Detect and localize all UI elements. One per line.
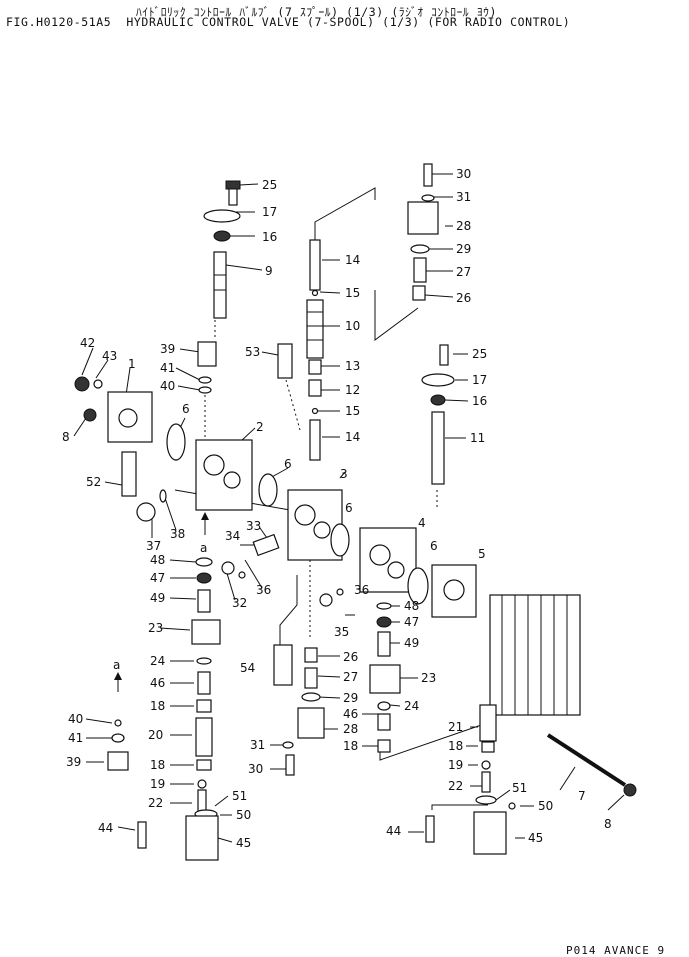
- callout: 27: [456, 265, 471, 279]
- callout: 47: [404, 615, 419, 629]
- callout: 17: [472, 373, 487, 387]
- callout: 31: [250, 738, 265, 752]
- callout: 19: [150, 777, 165, 791]
- callout: 4: [418, 516, 426, 530]
- callout: 13: [345, 359, 360, 373]
- callout: 39: [66, 755, 81, 769]
- view-marker-a: a: [200, 541, 207, 555]
- callout: 43: [102, 349, 117, 363]
- callout: 46: [343, 707, 358, 721]
- callout: 8: [62, 430, 70, 444]
- callout: 15: [345, 286, 360, 300]
- callout: 35: [334, 625, 349, 639]
- callout: 18: [448, 739, 463, 753]
- callout: 17: [262, 205, 277, 219]
- header-figure-title: FIG.H0120-51A5 HYDRAULIC CONTROL VALVE (…: [6, 15, 571, 29]
- callout: 6: [345, 501, 353, 515]
- callout: 22: [148, 796, 163, 810]
- callout: 2: [256, 420, 264, 434]
- callout: 34: [225, 529, 240, 543]
- callout-labels: 25 17 16 9 30 31 28 29 27 26 14 15 10 13…: [62, 167, 612, 850]
- leader-lines: [73, 173, 625, 843]
- callout: 50: [236, 808, 251, 822]
- callout: 49: [150, 591, 165, 605]
- callout: 1: [128, 357, 136, 371]
- callout: 50: [538, 799, 553, 813]
- callout: 49: [404, 636, 419, 650]
- callout: 41: [68, 731, 83, 745]
- callout: 9: [265, 264, 273, 278]
- callout: 53: [245, 345, 260, 359]
- callout: 51: [512, 781, 527, 795]
- callout: 36: [354, 583, 369, 597]
- callout: 5: [478, 547, 486, 561]
- callout: 28: [343, 722, 358, 736]
- callout: 6: [430, 539, 438, 553]
- callout: 6: [284, 457, 292, 471]
- callout: 7: [578, 789, 586, 803]
- callout: 42: [80, 336, 95, 350]
- callout: 26: [343, 650, 358, 664]
- callout: 23: [148, 621, 163, 635]
- part-shapes: [74, 163, 637, 861]
- callout: 40: [68, 712, 83, 726]
- callout: 44: [98, 821, 113, 835]
- callout: 54: [240, 661, 255, 675]
- callout: 45: [528, 831, 543, 845]
- callout: 12: [345, 383, 360, 397]
- callout: 29: [456, 242, 471, 256]
- page-footer: P014 AVANCE 9: [566, 944, 666, 957]
- callout: 24: [404, 699, 419, 713]
- callout: 48: [150, 553, 165, 567]
- callout: 48: [404, 599, 419, 613]
- callout: 41: [160, 361, 175, 375]
- callout: 6: [182, 402, 190, 416]
- callout: 52: [86, 475, 101, 489]
- callout: 14: [345, 430, 360, 444]
- callout: 39: [160, 342, 175, 356]
- callout: 40: [160, 379, 175, 393]
- callout: 25: [262, 178, 277, 192]
- view-marker-a: a: [113, 658, 120, 672]
- callout: 30: [456, 167, 471, 181]
- callout: 18: [150, 699, 165, 713]
- callout: 51: [232, 789, 247, 803]
- callout: 22: [448, 779, 463, 793]
- callout: 3: [340, 467, 348, 481]
- callout: 44: [386, 824, 401, 838]
- callout: 47: [150, 571, 165, 585]
- callout: 10: [345, 319, 360, 333]
- callout: 16: [262, 230, 277, 244]
- callout: 26: [456, 291, 471, 305]
- callout: 38: [170, 527, 185, 541]
- callout: 23: [421, 671, 436, 685]
- callout: 21: [448, 720, 463, 734]
- callout: 16: [472, 394, 487, 408]
- callout: 33: [246, 519, 261, 533]
- callout: 14: [345, 253, 360, 267]
- callout: 31: [456, 190, 471, 204]
- callout: 36: [256, 583, 271, 597]
- callout: 20: [148, 728, 163, 742]
- header-japanese-title: ﾊｲﾄﾞﾛﾘｯｸ ｺﾝﾄﾛｰﾙ ﾊﾞﾙﾌﾞ (7 ｽﾌﾟｰﾙ) (1/3) (ﾗ…: [136, 5, 498, 19]
- callout: 25: [472, 347, 487, 361]
- callout: 15: [345, 404, 360, 418]
- callout: 28: [456, 219, 471, 233]
- callout: 24: [150, 654, 165, 668]
- callout: 32: [232, 596, 247, 610]
- callout: 19: [448, 758, 463, 772]
- callout: 29: [343, 691, 358, 705]
- callout: 30: [248, 762, 263, 776]
- callout: 27: [343, 670, 358, 684]
- callout: 18: [150, 758, 165, 772]
- callout: 18: [343, 739, 358, 753]
- callout: 11: [470, 431, 485, 445]
- callout: 8: [604, 817, 612, 831]
- callout: 37: [146, 539, 161, 553]
- callout: 46: [150, 676, 165, 690]
- callout: 45: [236, 836, 251, 850]
